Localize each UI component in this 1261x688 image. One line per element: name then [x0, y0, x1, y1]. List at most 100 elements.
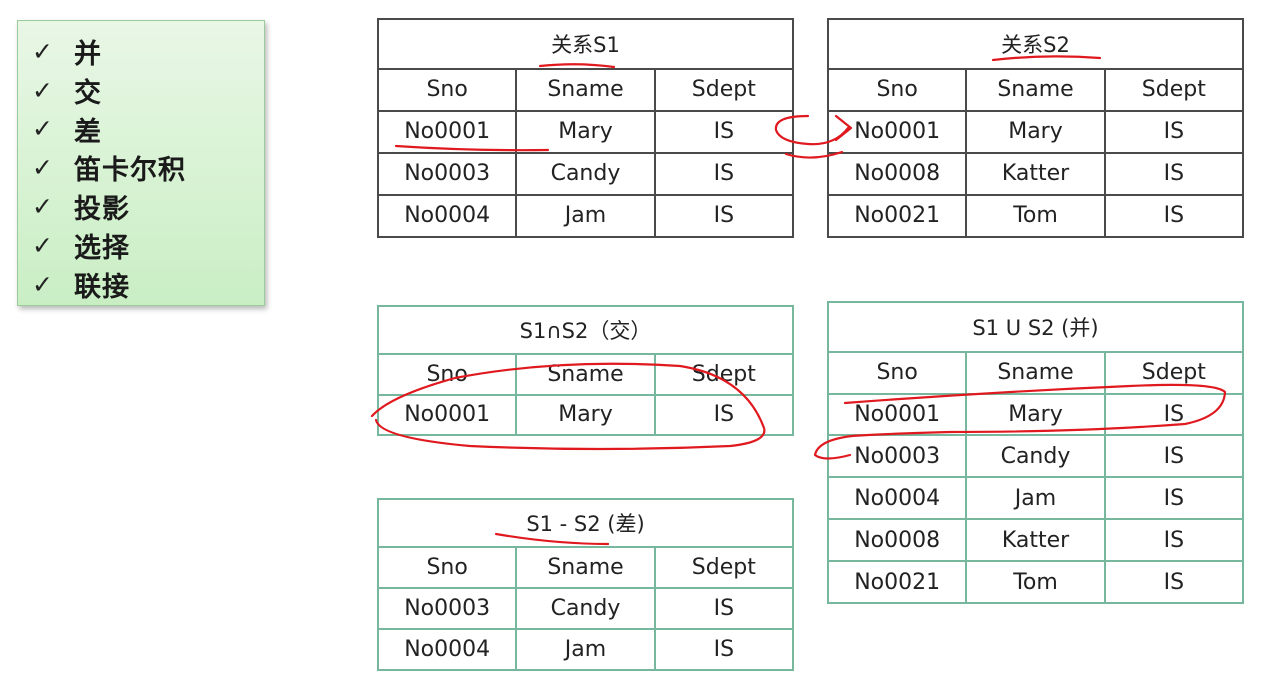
column-header: Sdept	[653, 546, 795, 590]
operation-label: 选择	[74, 232, 130, 264]
table-row: No0021 Tom IS	[826, 193, 1245, 239]
table-cell: Tom	[965, 560, 1106, 604]
column-header: Sname	[515, 546, 656, 590]
table-cell: IS	[1103, 193, 1245, 239]
table-cell: No0008	[826, 518, 968, 563]
table-title: S1 - S2 (差)	[377, 497, 794, 549]
relation-s2-table: 关系S2 Sno Sname Sdept No0001 Mary IS No00…	[826, 18, 1245, 239]
column-header: Sno	[376, 546, 518, 590]
table-cell: No0021	[826, 560, 968, 604]
table-cell: Candy	[515, 587, 656, 631]
check-icon: ✓	[32, 36, 53, 66]
table-cell: Mary	[965, 392, 1106, 437]
operations-list: ✓ 并 ✓ 交 ✓ 差 ✓ 笛卡尔积 ✓ 投影 ✓ 选择 ✓ 联接	[17, 20, 265, 306]
table-cell: Mary	[515, 393, 656, 436]
column-header: Sno	[826, 350, 968, 395]
table-row: No0021 Tom IS	[826, 560, 1245, 604]
union-table: S1 U S2 (并) Sno Sname Sdept No0001 Mary …	[826, 301, 1245, 604]
table-cell: IS	[653, 587, 795, 631]
table-title-row: S1∩S2（交）	[377, 305, 794, 355]
table-cell: IS	[653, 628, 795, 671]
operation-label: 差	[74, 116, 102, 148]
table-row: No0008 Katter IS	[826, 518, 1245, 563]
table-header-row: Sno Sname Sdept	[376, 546, 795, 590]
operation-union: ✓ 并	[32, 32, 264, 71]
operation-projection: ✓ 投影	[32, 187, 264, 226]
column-header: Sdept	[1103, 67, 1245, 112]
table-row: No0004 Jam IS	[376, 193, 795, 239]
table-row: No0004 Jam IS	[376, 628, 795, 671]
operation-intersection: ✓ 交	[32, 71, 264, 110]
table-row: No0004 Jam IS	[826, 476, 1245, 521]
table-cell: IS	[1103, 560, 1245, 604]
check-icon: ✓	[32, 230, 53, 260]
column-header: Sno	[826, 67, 968, 112]
table-row: No0001 Mary IS	[376, 393, 795, 436]
table-title: 关系S2	[827, 18, 1244, 70]
table-header-row: Sno Sname Sdept	[826, 67, 1245, 112]
column-header: Sname	[965, 350, 1106, 395]
table-header-row: Sno Sname Sdept	[376, 353, 795, 396]
table-cell: No0003	[376, 587, 518, 631]
difference-table: S1 - S2 (差) Sno Sname Sdept No0003 Candy…	[376, 497, 795, 671]
table-row: No0003 Candy IS	[376, 151, 795, 196]
table-header-row: Sno Sname Sdept	[826, 350, 1245, 395]
column-header: Sno	[376, 67, 518, 112]
operation-difference: ✓ 差	[32, 110, 264, 149]
check-icon: ✓	[32, 153, 53, 183]
operation-label: 投影	[74, 194, 130, 226]
check-icon: ✓	[32, 192, 53, 222]
check-icon: ✓	[32, 269, 53, 299]
column-header: Sdept	[653, 67, 795, 112]
table-cell: IS	[1103, 518, 1245, 563]
column-header: Sname	[965, 67, 1106, 112]
table-cell: IS	[653, 193, 795, 239]
table-title-row: S1 - S2 (差)	[377, 497, 794, 549]
column-header: Sdept	[653, 353, 795, 396]
column-header: Sname	[515, 67, 656, 112]
table-cell: Jam	[515, 628, 656, 671]
operation-label: 交	[74, 77, 102, 109]
table-cell: No0001	[376, 393, 518, 436]
table-row: No0003 Candy IS	[376, 587, 795, 631]
table-row: No0003 Candy IS	[826, 434, 1245, 479]
table-cell: No0001	[826, 392, 968, 437]
check-icon: ✓	[32, 114, 53, 144]
column-header: Sdept	[1103, 350, 1245, 395]
table-cell: Jam	[515, 193, 656, 239]
table-cell: No0008	[826, 151, 968, 196]
table-cell: IS	[653, 393, 795, 436]
table-title: S1 U S2 (并)	[827, 301, 1244, 353]
operation-selection: ✓ 选择	[32, 226, 264, 265]
table-title-row: S1 U S2 (并)	[827, 301, 1244, 353]
table-cell: IS	[653, 109, 795, 154]
table-row: No0001 Mary IS	[826, 109, 1245, 154]
operation-label: 笛卡尔积	[74, 155, 186, 187]
table-title-row: 关系S2	[827, 18, 1244, 70]
table-cell: IS	[1103, 392, 1245, 437]
table-cell: No0004	[376, 628, 518, 671]
table-row: No0001 Mary IS	[376, 109, 795, 154]
table-cell: Jam	[965, 476, 1106, 521]
table-cell: No0003	[376, 151, 518, 196]
table-cell: No0004	[826, 476, 968, 521]
table-cell: Katter	[965, 518, 1106, 563]
table-cell: IS	[1103, 434, 1245, 479]
table-cell: No0001	[826, 109, 968, 154]
table-cell: No0003	[826, 434, 968, 479]
table-cell: IS	[653, 151, 795, 196]
relation-s1-table: 关系S1 Sno Sname Sdept No0001 Mary IS No00…	[376, 18, 795, 239]
table-title: S1∩S2（交）	[377, 305, 794, 355]
table-cell: Candy	[515, 151, 656, 196]
intersection-table: S1∩S2（交） Sno Sname Sdept No0001 Mary IS	[376, 305, 795, 436]
operation-label: 并	[74, 38, 102, 70]
table-header-row: Sno Sname Sdept	[376, 67, 795, 112]
table-row: No0008 Katter IS	[826, 151, 1245, 196]
table-cell: IS	[1103, 151, 1245, 196]
table-cell: No0001	[376, 109, 518, 154]
table-cell: Candy	[965, 434, 1106, 479]
table-cell: Tom	[965, 193, 1106, 239]
table-cell: No0021	[826, 193, 968, 239]
table-cell: No0004	[376, 193, 518, 239]
table-title: 关系S1	[377, 18, 794, 70]
